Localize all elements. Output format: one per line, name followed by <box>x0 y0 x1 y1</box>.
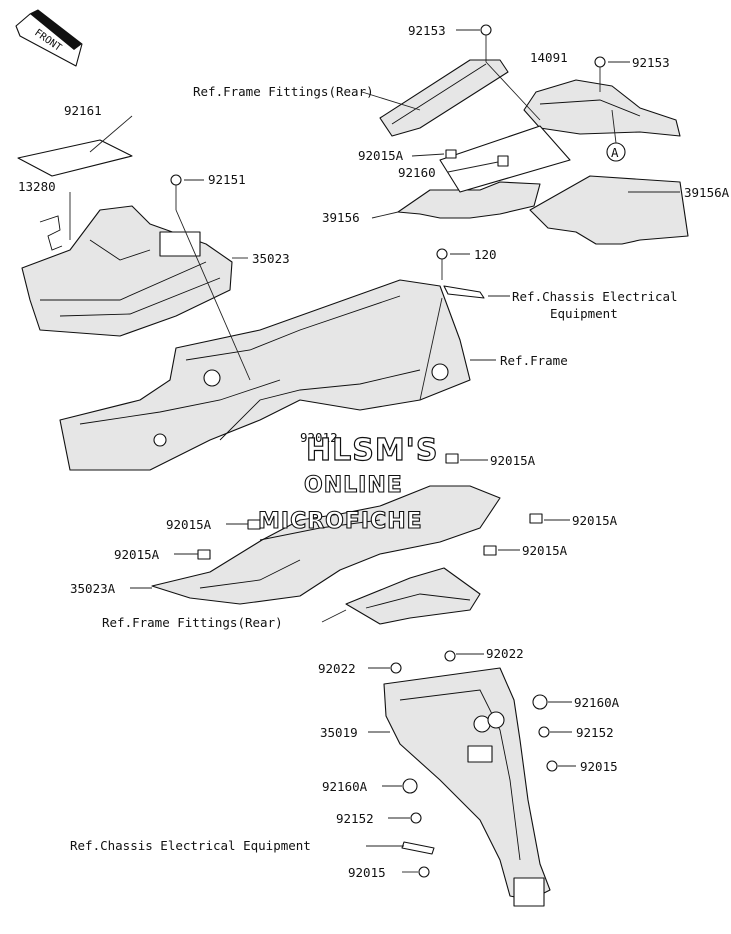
label-35023: 35023 <box>252 251 290 266</box>
label-92153-top: 92153 <box>408 23 446 38</box>
label-13280: 13280 <box>18 179 56 194</box>
callout-A-text: A <box>611 145 619 160</box>
label-92015A-f: 92015A <box>114 547 160 562</box>
leader-lines <box>69 29 680 873</box>
label-92152-right: 92152 <box>576 725 614 740</box>
label-92012: 92012 <box>300 430 338 445</box>
watermark: HLSM'S ONLINE MICROFICHE <box>257 432 438 534</box>
watermark-line-1: HLSM'S <box>306 433 438 468</box>
label-ref-chassis-electrical-1: Ref.Chassis Electrical <box>512 289 678 304</box>
label-92022-left: 92022 <box>318 661 356 676</box>
label-ref-frame-fittings-rear-bottom: Ref.Frame Fittings(Rear) <box>102 615 283 630</box>
label-92022-right: 92022 <box>486 646 524 661</box>
label-39156A: 39156A <box>684 185 730 200</box>
front-arrow-badge: FRONT <box>15 9 83 67</box>
label-14091: 14091 <box>530 50 568 65</box>
label-ref-frame-fittings-rear-top: Ref.Frame Fittings(Rear) <box>193 84 374 99</box>
part-labels: 92153 14091 92153 Ref.Frame Fittings(Rea… <box>18 23 730 880</box>
label-ref-chassis-electrical-bottom: Ref.Chassis Electrical Equipment <box>70 838 311 853</box>
fasteners <box>170 24 626 878</box>
label-92152-left: 92152 <box>336 811 374 826</box>
label-ref-frame: Ref.Frame <box>500 353 568 368</box>
label-120: 120 <box>474 247 497 262</box>
label-92015A-b: 92015A <box>490 453 536 468</box>
undertray-35023A <box>151 485 501 605</box>
bracket-13280 <box>39 215 63 251</box>
label-35019: 35019 <box>320 725 358 740</box>
label-92015A-d: 92015A <box>522 543 568 558</box>
label-92015A-a: 92015A <box>358 148 404 163</box>
rear-fender-35019 <box>383 667 551 907</box>
label-92015-left: 92015 <box>348 865 386 880</box>
mount-bracket <box>345 567 481 625</box>
label-35023A: 35023A <box>70 581 116 596</box>
rear-cover-14091 <box>523 79 681 137</box>
label-92153-right: 92153 <box>632 55 670 70</box>
watermark-line-2: ONLINE <box>304 473 403 498</box>
label-92015A-e: 92015A <box>166 517 212 532</box>
label-92160: 92160 <box>398 165 436 180</box>
label-ref-chassis-electrical-2: Equipment <box>550 306 618 321</box>
label-92151: 92151 <box>208 172 246 187</box>
battery-case-35023 <box>21 205 233 337</box>
callout-A: A <box>611 109 619 160</box>
label-92160A-right: 92160A <box>574 695 620 710</box>
rail-piece <box>379 59 509 137</box>
sheet-92161 <box>17 139 133 177</box>
mat-39156A <box>529 175 689 245</box>
label-92161: 92161 <box>64 103 102 118</box>
label-92015A-c: 92015A <box>572 513 618 528</box>
label-39156: 39156 <box>322 210 360 225</box>
rear-subframe <box>59 279 471 471</box>
watermark-line-3: MICROFICHE <box>258 509 423 534</box>
label-92015-right: 92015 <box>580 759 618 774</box>
label-92160A-left: 92160A <box>322 779 368 794</box>
